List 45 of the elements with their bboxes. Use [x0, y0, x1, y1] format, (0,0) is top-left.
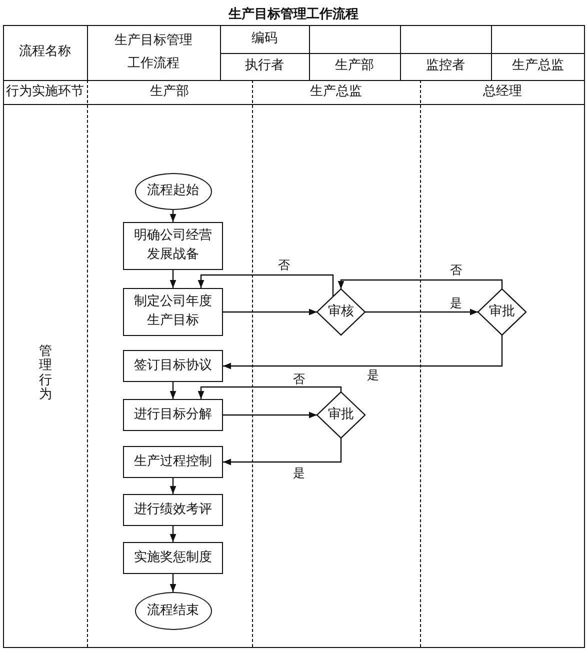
arrow	[170, 526, 176, 542]
table-text: 生产部	[150, 82, 189, 101]
table-text: 执行者	[245, 57, 284, 76]
terminal-ellipse: 流程结束	[134, 592, 212, 630]
edge-label: 否	[276, 258, 292, 272]
arrow	[223, 438, 342, 466]
diagram-title: 生产目标管理工作流程	[227, 6, 360, 23]
table-text: 生产总监	[310, 82, 362, 101]
edge-label: 是	[291, 466, 307, 480]
decision-diamond: 审核	[317, 289, 365, 335]
process-box: 生产过程控制	[123, 446, 223, 478]
edge-label: 否	[448, 263, 464, 278]
process-box: 制定公司年度生产目标	[123, 288, 223, 336]
arrow	[170, 210, 176, 222]
table-text: 生产目标管理工作流程	[114, 32, 194, 72]
edge-label: 否	[291, 372, 307, 386]
arrow	[338, 279, 503, 289]
arrow	[198, 274, 334, 297]
process-box: 签订目标协议	[123, 350, 223, 382]
table-text: 总经理	[483, 82, 522, 101]
arrow	[170, 382, 176, 399]
arrow	[223, 412, 317, 418]
table-text: 编码	[252, 30, 278, 48]
edge-label: 是	[448, 296, 464, 310]
table-text: 流程名称	[19, 43, 71, 62]
process-box: 进行绩效考评	[123, 494, 223, 526]
process-box: 实施奖惩制度	[123, 542, 223, 574]
arrow	[170, 574, 176, 592]
arrow	[198, 386, 342, 399]
stage-label: 管理行为	[39, 345, 52, 402]
arrow	[170, 478, 176, 494]
arrow	[170, 270, 176, 288]
terminal-ellipse: 流程起始	[134, 173, 212, 210]
process-box: 进行目标分解	[123, 399, 223, 431]
table-text: 生产部	[335, 57, 374, 76]
table-text: 行为实施环节	[6, 82, 84, 101]
edge-label: 是	[365, 368, 381, 382]
table-text: 生产总监	[512, 57, 564, 76]
decision-diamond: 审批	[317, 392, 365, 438]
arrow	[365, 308, 478, 316]
arrow	[223, 335, 503, 370]
process-box: 明确公司经营发展战备	[123, 222, 223, 270]
decision-diamond: 审批	[478, 289, 526, 335]
table-text: 监控者	[426, 57, 465, 76]
arrow	[223, 308, 317, 316]
